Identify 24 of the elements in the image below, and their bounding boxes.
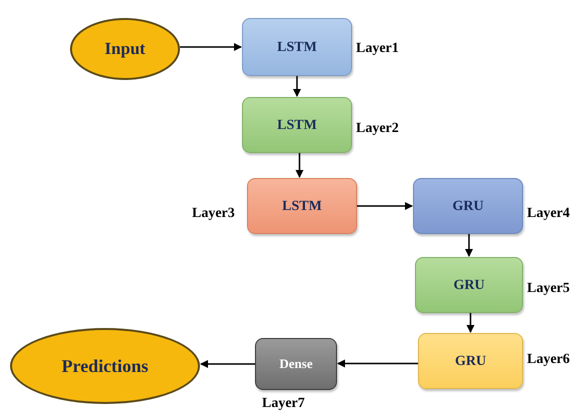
layer-label: Layer1	[356, 40, 399, 58]
arrow	[337, 360, 418, 368]
terminal-ellipse: Predictions	[10, 328, 200, 404]
arrow	[357, 202, 413, 210]
layer-label: Layer2	[356, 120, 399, 138]
layer-box: GRU	[413, 178, 523, 234]
layer-box: Dense	[255, 338, 337, 390]
layer-box: LSTM	[247, 178, 357, 234]
layer-box: GRU	[415, 257, 523, 313]
layer-label: Layer5	[527, 280, 570, 298]
layer-label: Layer7	[262, 395, 305, 413]
layer-label: Layer6	[527, 351, 570, 369]
terminal-ellipse: Input	[70, 18, 180, 80]
arrow	[200, 360, 255, 368]
layer-label: Layer4	[527, 205, 570, 223]
arrow	[180, 43, 242, 51]
layer-box: LSTM	[242, 97, 352, 153]
layer-label: Layer3	[192, 205, 235, 223]
layer-box: LSTM	[242, 18, 352, 76]
layer-box: GRU	[418, 333, 523, 389]
arrow	[465, 234, 473, 257]
arrow	[293, 76, 301, 97]
arrow	[296, 153, 304, 178]
arrow	[466, 313, 474, 333]
